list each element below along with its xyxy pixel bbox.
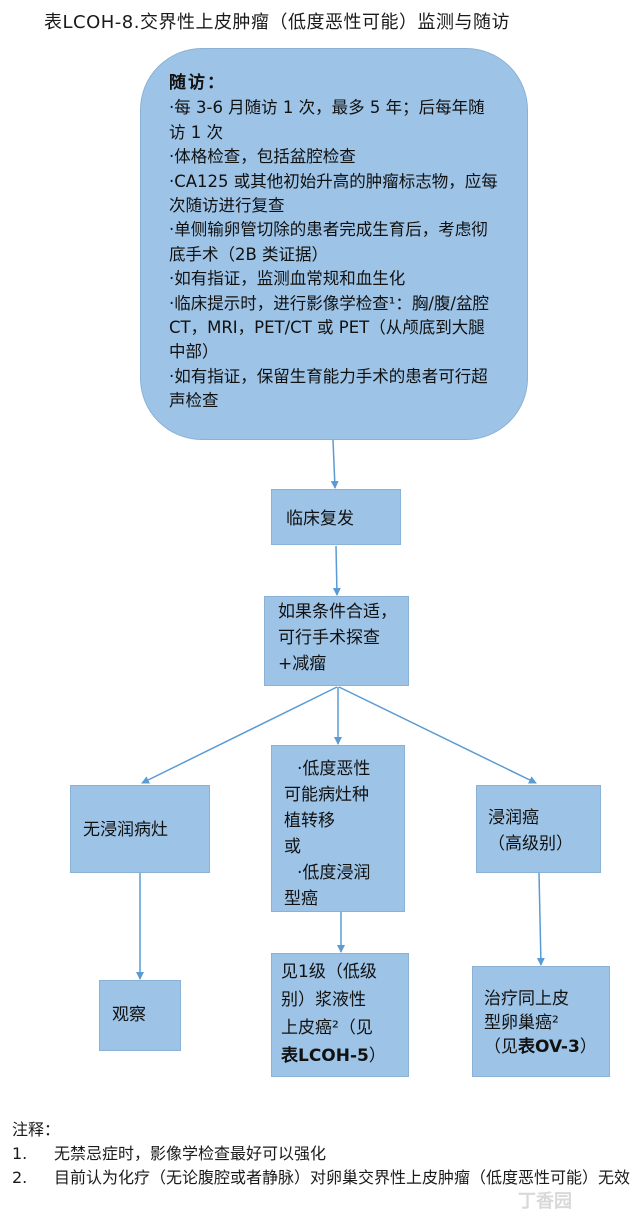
low-malignant-box: ·低度恶性 可能病灶种 植转移 或 ·低度浸润 型癌 [271,745,405,912]
surgery-box: 如果条件合适， 可行手术探查 +减瘤 [264,596,409,686]
observe-box: 观察 [99,980,181,1051]
treat-ov3-line-3: （见表OV-3） [484,1035,609,1059]
low-malignant-line: 植转移 [284,811,335,831]
followup-item: ·如有指证，监测血常规和血生化 [169,269,406,289]
lcoh5-reference: 表LCOH-5 [281,1046,369,1066]
surgery-line: 如果条件合适， [278,602,397,622]
no-invasive-label: 无浸润病灶 [83,820,168,840]
invasive-box: 浸润癌 （高级别） [476,785,601,873]
arrow-surgery-to-invasive [338,686,537,784]
ov3-reference: 表OV-3 [518,1037,580,1057]
followup-box: 随访： ·每 3-6 月随访 1 次，最多 5 年；后每年随访 1 次 ·体格检… [140,48,528,440]
note-number: 1. [12,1144,28,1163]
treat-ov3-prefix: （见 [484,1037,518,1057]
notes-section: 注释： 1. 无禁忌症时，影像学检查最好可以强化 2. 目前认为化疗（无论腹腔或… [12,1118,632,1190]
no-invasive-box: 无浸润病灶 [70,785,210,873]
watermark-logo: 丁香园 [518,1191,572,1212]
low-malignant-line: 型癌 [284,889,318,909]
low-malignant-line: ·低度恶性 [297,759,371,779]
see-lcoh5-prefix: 上皮癌²（见 [281,1018,373,1038]
invasive-line: 浸润癌 [488,808,539,828]
treat-ov3-suffix: ） [579,1037,597,1057]
see-lcoh5-line-3: 上皮癌²（见 [281,1014,408,1042]
followup-item: ·每 3-6 月随访 1 次，最多 5 年；后每年随访 1 次 [169,98,485,142]
followup-item: ·临床提示时，进行影像学检查¹：胸/腹/盆腔 CT，MRI，PET/CT 或 P… [169,293,489,362]
followup-item: ·如有指证，保留生育能力手术的患者可行超声检查 [169,366,488,411]
clinical-recurrence-label: 临床复发 [286,509,354,529]
note-text: 目前认为化疗（无论腹腔或者静脉）对卵巢交界性上皮肿瘤（低度恶性可能）无效 [54,1168,631,1187]
treat-ov3-line: 治疗同上皮 [484,989,569,1009]
invasive-line: （高级别） [488,834,573,854]
arrow-invasive-to-ov3 [536,872,545,966]
followup-heading: 随访： [169,73,226,93]
notes-heading: 注释： [12,1120,61,1139]
low-malignant-line: 或 [284,837,301,857]
figure-title: 表LCOH-8.交界性上皮肿瘤（低度恶性可能）监测与随访 [44,12,510,33]
see-lcoh5-box: 见1级（低级 别）浆液性 上皮癌²（见 表LCOH-5） [271,953,409,1077]
surgery-line: 可行手术探查 [278,628,380,648]
arrow-recurrence-to-surgery [332,545,341,596]
treat-ov3-line: 型卵巢癌² [484,1013,559,1033]
see-lcoh5-suffix: ） [368,1046,386,1066]
note-item: 2. 目前认为化疗（无论腹腔或者静脉）对卵巢交界性上皮肿瘤（低度恶性可能）无效 [12,1166,632,1190]
arrow-followup-to-recurrence [330,439,339,489]
see-lcoh5-line: 见1级（低级 [281,962,377,982]
surgery-line: +减瘤 [278,654,327,674]
low-malignant-line: 可能病灶种 [284,785,369,805]
followup-item: ·体格检查，包括盆腔检查 [169,147,356,167]
low-malignant-line: ·低度浸润 [297,863,371,883]
see-lcoh5-line-4: 表LCOH-5） [281,1042,408,1070]
followup-item: ·CA125 或其他初始升高的肿瘤标志物，应每次随访进行复查 [169,171,498,216]
see-lcoh5-line: 别）浆液性 [281,990,366,1010]
note-text: 无禁忌症时，影像学检查最好可以强化 [54,1144,327,1163]
note-number: 2. [12,1168,28,1187]
note-item: 1. 无禁忌症时，影像学检查最好可以强化 [12,1142,632,1166]
arrow-surgery-to-no-invasive [141,686,338,784]
observe-label: 观察 [112,1005,146,1025]
clinical-recurrence-box: 临床复发 [271,489,401,545]
treat-ov3-box: 治疗同上皮 型卵巢癌² （见表OV-3） [472,966,610,1077]
followup-item: ·单侧输卵管切除的患者完成生育后，考虑彻底手术（2B 类证据） [169,220,488,264]
